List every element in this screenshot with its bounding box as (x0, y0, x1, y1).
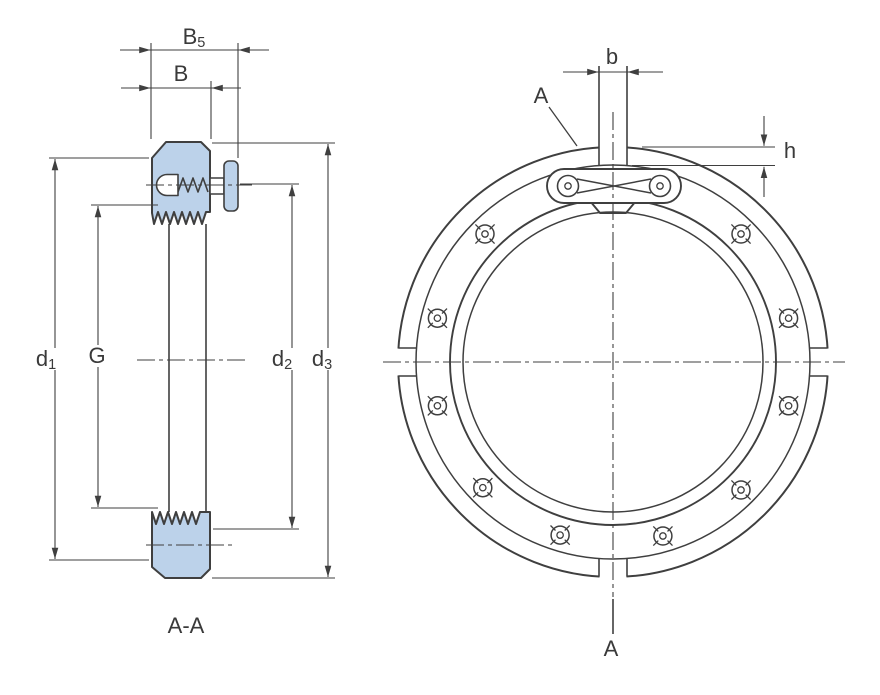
clip-screw-center (564, 182, 572, 190)
lock-screw-icon (427, 395, 448, 417)
clip-screw-center (656, 182, 664, 190)
front-view-geometry (383, 66, 845, 634)
dim-label-h: h (783, 138, 797, 163)
dim-label-B: B (173, 61, 189, 86)
lock-screw-icon (427, 307, 448, 329)
section-cut-label-bottom: A (603, 636, 619, 661)
dim-label-d1: d1 (31, 348, 61, 372)
section-view-dimensions (49, 43, 335, 579)
section-view-geometry (137, 141, 252, 579)
lock-screw-icon (474, 223, 496, 245)
lock-screw-icon (549, 524, 571, 546)
lock-screw-icon (730, 479, 752, 501)
section-view-caption: A-A (167, 613, 205, 638)
lock-screw-icon (472, 477, 494, 499)
dim-label-b: b (605, 44, 619, 69)
lock-screw-icon (778, 307, 799, 329)
lock-screw-icon (730, 223, 752, 245)
locking-spring (177, 177, 209, 193)
locking-clip-plate (223, 160, 239, 212)
clip-spring-wire (576, 178, 652, 194)
dim-label-d2: d2 (267, 348, 297, 372)
clip-screw (648, 174, 672, 198)
clip-hub (209, 177, 225, 195)
dim-label-d3: d3 (307, 348, 337, 372)
locking-screw-head (155, 173, 179, 197)
dim-label-B5: B5 (182, 24, 206, 52)
dim-label-G: G (84, 345, 110, 367)
lock-screw-icon (778, 395, 799, 417)
section-cut-label-top: A (533, 83, 549, 108)
lock-screw-icon (652, 525, 674, 547)
section-label-leader (548, 106, 578, 147)
clip-screw (556, 174, 580, 198)
